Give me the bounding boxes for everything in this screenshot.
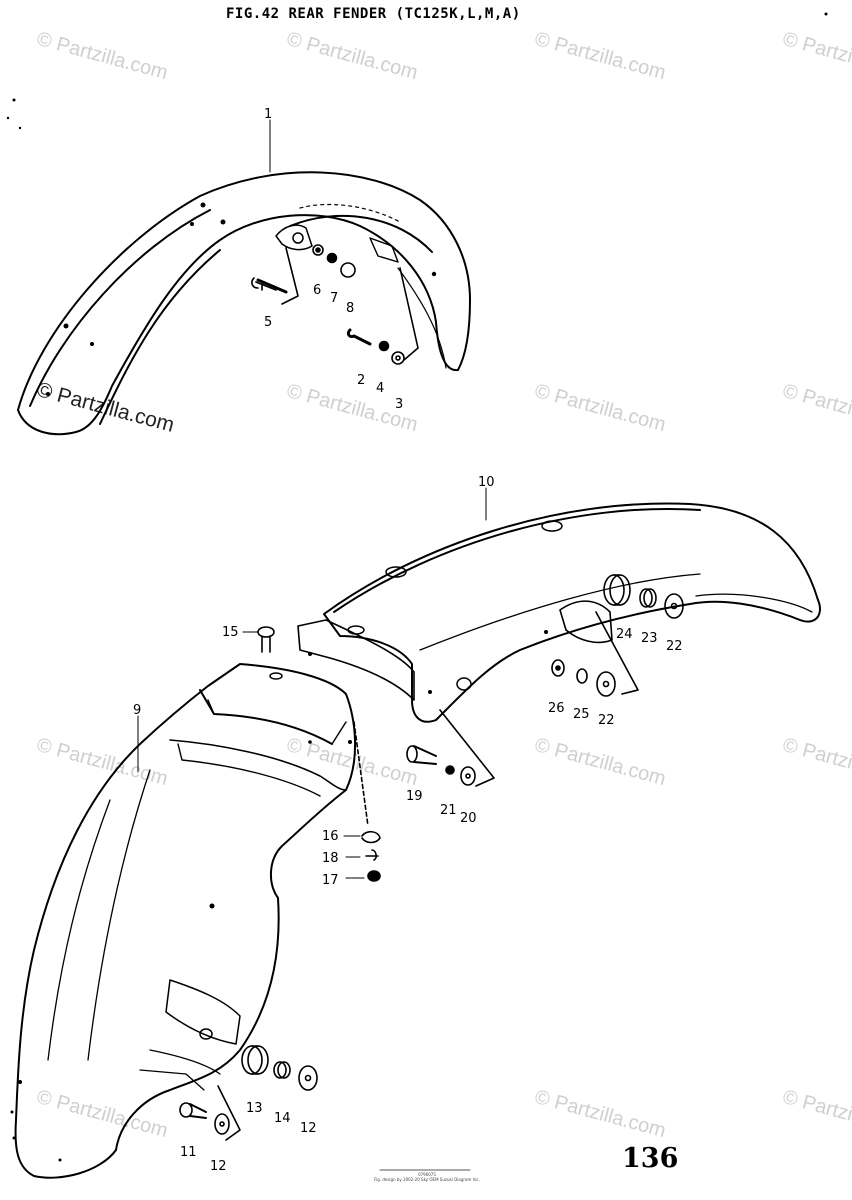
label-10: 10 xyxy=(478,475,495,490)
part-9-rear-fender xyxy=(10,663,357,1179)
label-9: 9 xyxy=(133,703,141,718)
label-18: 18 xyxy=(322,851,339,866)
label-22: 22 xyxy=(598,713,615,728)
label-2: 2 xyxy=(357,373,365,388)
label-3: 3 xyxy=(395,397,403,412)
label-16: 16 xyxy=(322,829,339,844)
label-25: 25 xyxy=(573,707,590,722)
label-6: 6 xyxy=(313,283,321,298)
label-1: 1 xyxy=(264,107,272,122)
label-21: 21 xyxy=(440,803,457,818)
copyright-line-1: 0796075 xyxy=(418,1172,436,1177)
label-19: 19 xyxy=(406,789,423,804)
part-10-fender xyxy=(297,502,821,723)
label-13: 13 xyxy=(246,1101,263,1116)
label-23: 23 xyxy=(641,631,658,646)
label-17: 17 xyxy=(322,873,339,888)
label-4: 4 xyxy=(376,381,384,396)
label-8: 8 xyxy=(346,301,354,316)
label-5: 5 xyxy=(264,315,272,330)
label-22: 22 xyxy=(666,639,683,654)
figure-title: FIG.42 REAR FENDER (TC125K,L,M,A) xyxy=(226,6,521,22)
label-12: 12 xyxy=(210,1159,227,1174)
copyright-note: 0796075 Fig. design by 2002-20 Sky OEM S… xyxy=(372,1172,482,1182)
page-number: 136 xyxy=(622,1143,679,1174)
label-7: 7 xyxy=(330,291,338,306)
label-20: 20 xyxy=(460,811,477,826)
label-14: 14 xyxy=(274,1111,291,1126)
label-15: 15 xyxy=(222,625,239,640)
copyright-line-2: Fig. design by 2002-20 Sky OEM Suzuki Di… xyxy=(374,1177,480,1182)
part-1-rear-fender xyxy=(6,12,828,436)
label-26: 26 xyxy=(548,701,565,716)
label-24: 24 xyxy=(616,627,633,642)
part-labels: 1 5 6 7 8 2 4 3 10 9 15 24 23 22 26 25 2… xyxy=(133,107,683,1174)
label-11: 11 xyxy=(180,1145,197,1160)
label-12: 12 xyxy=(300,1121,317,1136)
